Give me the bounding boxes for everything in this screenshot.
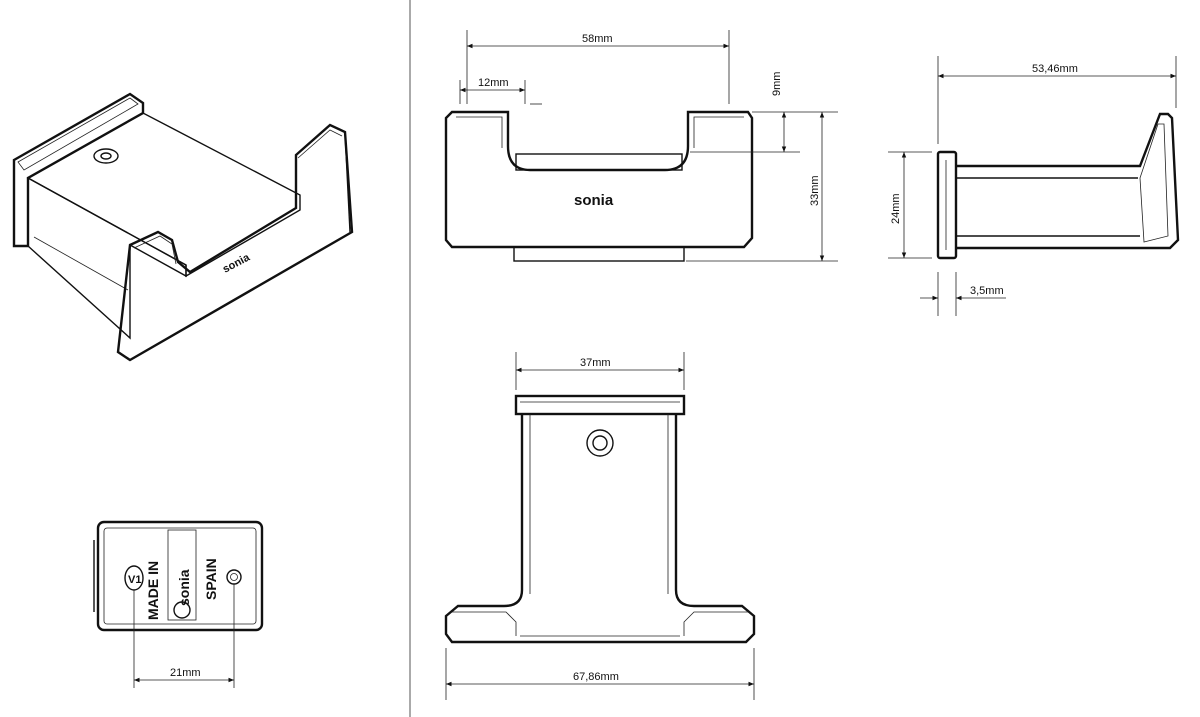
dim-front-height: 33mm	[809, 175, 821, 206]
back-brand-label: sonia	[176, 569, 192, 606]
dim-side-plate-height: 24mm	[890, 193, 902, 224]
back-plate-view: MADE IN sonia SPAIN V1 21mm	[93, 520, 264, 688]
dim-hole-spacing: 21mm	[170, 667, 201, 679]
back-made-in-label: MADE IN	[145, 561, 161, 620]
back-country-label: SPAIN	[203, 558, 219, 600]
front-view: sonia 58mm 12mm 9mm 33mm	[444, 30, 838, 262]
dim-side-depth: 53,46mm	[1032, 63, 1078, 75]
dim-front-notch: 9mm	[771, 72, 783, 96]
isometric-view: sonia	[12, 92, 354, 362]
dim-top-base-width: 37mm	[580, 357, 611, 369]
dim-side-plate-thickness: 3,5mm	[970, 285, 1004, 297]
back-screw-hole-icon	[226, 569, 242, 585]
iso-logo: sonia	[221, 251, 253, 275]
top-view: 37mm 67,86mm	[444, 352, 756, 700]
dim-top-overall-width: 67,86mm	[573, 671, 619, 683]
dim-front-lip: 12mm	[478, 77, 509, 89]
brand-symbol-icon	[173, 601, 191, 619]
top-screw-icon	[586, 429, 614, 457]
side-view: 53,46mm 24mm 3,5mm	[888, 56, 1180, 316]
front-logo: sonia	[574, 192, 614, 209]
back-marking-label: V1	[128, 574, 141, 586]
dim-front-width: 58mm	[582, 33, 613, 45]
